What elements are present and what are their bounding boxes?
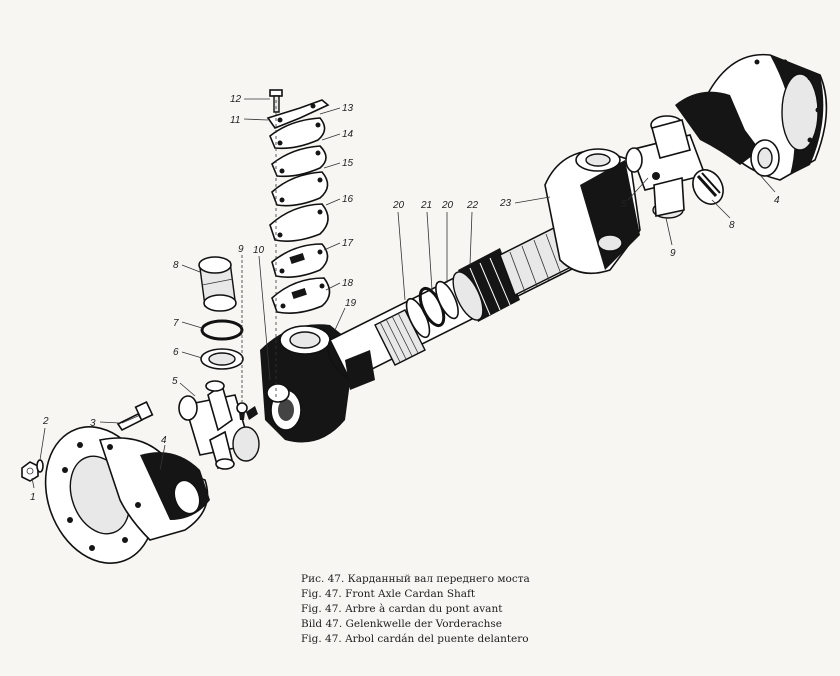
nut-and-washer xyxy=(21,459,44,482)
left-spider xyxy=(178,380,260,470)
caption-russian: Рис. 47. Карданный вал переднего моста xyxy=(301,573,530,585)
left-flange xyxy=(44,426,210,564)
callout-labels: 1 2 3 4 5 6 7 8 9 10 11 12 13 14 15 16 1… xyxy=(30,94,780,503)
bolt xyxy=(116,401,154,432)
seal-ring-7 xyxy=(200,319,244,341)
callout-5-right: 5 xyxy=(621,199,627,210)
gasket-13 xyxy=(269,117,326,150)
callout-8-left: 8 xyxy=(173,260,179,271)
callout-15: 15 xyxy=(342,158,354,169)
callout-11: 11 xyxy=(230,115,240,126)
callout-12: 12 xyxy=(230,94,242,105)
callout-9-right: 9 xyxy=(670,248,676,259)
callout-10: 10 xyxy=(253,245,265,256)
bearing-cup-left xyxy=(198,256,237,312)
callout-1: 1 xyxy=(30,492,36,503)
callout-3: 3 xyxy=(90,418,96,429)
callout-2: 2 xyxy=(42,416,49,427)
callout-19: 19 xyxy=(345,298,357,309)
callout-9-left: 9 xyxy=(238,244,244,255)
right-slip-yoke xyxy=(544,148,641,275)
callout-20-b: 20 xyxy=(441,200,454,211)
callout-20-a: 20 xyxy=(392,200,405,211)
callout-23: 23 xyxy=(499,198,512,209)
gasket-17 xyxy=(271,243,329,278)
gasket-16 xyxy=(269,203,329,242)
grease-fitting-left xyxy=(236,402,248,420)
callout-7: 7 xyxy=(173,318,179,329)
caption-english: Fig. 47. Front Axle Cardan Shaft xyxy=(301,588,476,600)
gasket-15 xyxy=(271,171,329,207)
callout-5-left: 5 xyxy=(172,376,178,387)
callout-6: 6 xyxy=(173,347,179,358)
right-spider xyxy=(625,115,707,219)
stack-bolt xyxy=(269,89,283,113)
callout-13: 13 xyxy=(342,103,354,114)
callout-21: 21 xyxy=(420,200,432,211)
caption-spanish: Fig. 47. Arbol cardán del puente delante… xyxy=(301,633,529,645)
flange-bolt-holes xyxy=(62,442,141,551)
caption-french: Fig. 47. Arbre à cardan du pont avant xyxy=(301,603,503,615)
grease-fitting-right xyxy=(652,172,660,180)
callout-4-left: 4 xyxy=(161,435,167,446)
callout-4-right: 4 xyxy=(774,195,780,206)
caption-german: Bild 47. Gelenkwelle der Vorderachse xyxy=(301,618,503,630)
bearing-cup-right xyxy=(692,169,724,205)
ring-20b xyxy=(435,280,459,320)
callout-8-right: 8 xyxy=(729,220,735,231)
seal-ring-6 xyxy=(200,348,244,370)
callout-18: 18 xyxy=(342,278,354,289)
gasket-14 xyxy=(271,145,327,178)
right-flange xyxy=(675,53,828,181)
leader-lines xyxy=(31,98,776,489)
right-flange-bolt-holes xyxy=(754,59,821,143)
callout-14: 14 xyxy=(342,129,354,140)
callout-17: 17 xyxy=(342,238,354,249)
callout-16: 16 xyxy=(342,194,354,205)
left-yoke xyxy=(260,324,355,443)
gasket-18 xyxy=(271,277,331,314)
figure-captions: Рис. 47. Карданный вал переднего моста F… xyxy=(301,572,530,647)
shaft-splines-threads xyxy=(374,309,426,366)
lock-plate xyxy=(266,99,330,129)
callout-22: 22 xyxy=(466,200,479,211)
